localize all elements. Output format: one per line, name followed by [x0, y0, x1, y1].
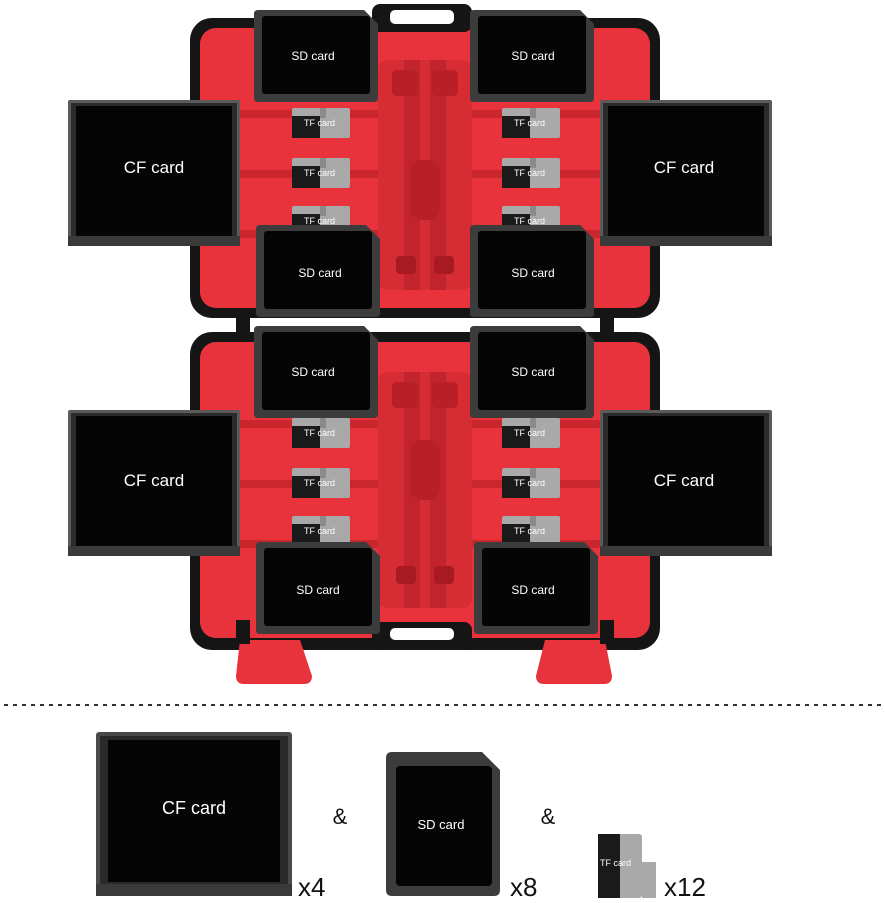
cf-label: CF card [654, 471, 714, 490]
sd-label: SD card [296, 583, 339, 597]
sd-quantity: x8 [510, 872, 537, 902]
tf-label: TF card [514, 478, 545, 488]
tf-label: TF card [514, 118, 545, 128]
sd-label: SD card [511, 365, 554, 379]
tf-label: TF card [304, 216, 335, 226]
tf-quantity: x12 [664, 872, 706, 902]
sd-label: SD card [291, 49, 334, 63]
sd-label: SD card [298, 266, 341, 280]
ampersand: & [541, 804, 556, 829]
cf-label: CF card [124, 158, 184, 177]
tf-label: TF card [600, 858, 631, 868]
cf-label: CF card [162, 798, 226, 818]
tf-label: TF card [304, 118, 335, 128]
cf-card-labels: CF card CF card CF card CF card [124, 158, 714, 490]
sd-label: SD card [511, 583, 554, 597]
tf-label: TF card [304, 428, 335, 438]
tf-label: TF card [514, 526, 545, 536]
tf-label: TF card [514, 168, 545, 178]
sd-label: SD card [291, 365, 334, 379]
sd-card-labels: SD card SD card SD card SD card SD card … [291, 49, 554, 597]
cf-label: CF card [654, 158, 714, 177]
tf-label: TF card [304, 478, 335, 488]
tf-label: TF card [514, 216, 545, 226]
ampersand: & [333, 804, 348, 829]
sd-label: SD card [511, 49, 554, 63]
cf-label: CF card [124, 471, 184, 490]
sd-label: SD card [418, 817, 465, 832]
tf-label: TF card [304, 526, 335, 536]
tf-label: TF card [304, 168, 335, 178]
tf-label: TF card [514, 428, 545, 438]
legend-cf-card: CF card [96, 732, 292, 896]
sd-label: SD card [511, 266, 554, 280]
legend-tf-card: TF card [598, 834, 656, 898]
tf-card-labels: TF card TF card TF card TF card TF card … [304, 118, 545, 536]
cf-quantity: x4 [298, 872, 325, 902]
legend-sd-card: SD card [386, 752, 500, 896]
